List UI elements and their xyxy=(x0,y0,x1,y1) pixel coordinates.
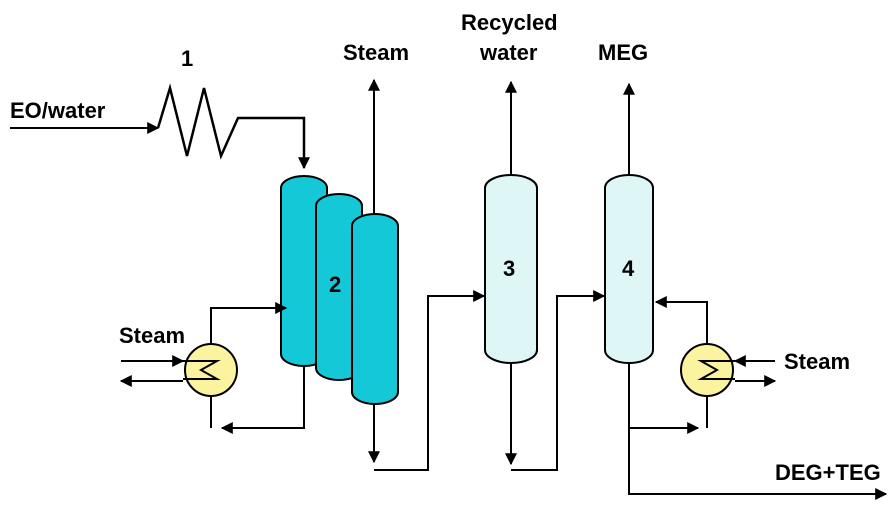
reactor-coil-1 xyxy=(156,83,310,170)
unit-2-label: 2 xyxy=(329,272,341,297)
recycled-water-label-2: water xyxy=(479,40,538,65)
right-steam-label: Steam xyxy=(784,349,850,374)
deg-teg-line xyxy=(628,363,888,500)
right-reboiler xyxy=(680,343,735,397)
feed-label: EO/water xyxy=(10,98,106,123)
reactor-number: 1 xyxy=(181,46,193,71)
left-reboiler xyxy=(183,343,238,397)
meg-label: MEG xyxy=(598,40,648,65)
recycled-water-label-1: Recycled xyxy=(461,10,558,35)
deg-teg-label: DEG+TEG xyxy=(775,460,881,485)
left-reboiler-loop xyxy=(210,302,305,434)
evaporator-bottoms-line xyxy=(368,290,486,471)
left-steam-label: Steam xyxy=(119,323,185,348)
evaporator-steam-label: Steam xyxy=(343,40,409,65)
evaporator-train xyxy=(280,175,399,405)
right-reboiler-loop xyxy=(629,296,708,434)
column-3-bottoms-line xyxy=(505,290,606,471)
unit-3-label: 3 xyxy=(503,256,515,281)
unit-4-label: 4 xyxy=(622,256,635,281)
evaporator-vessel-c xyxy=(351,213,399,405)
